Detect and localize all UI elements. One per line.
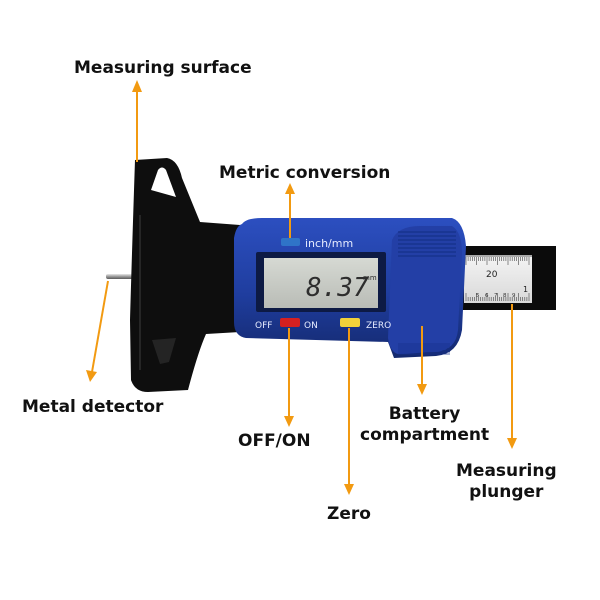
off-on-button[interactable]	[280, 318, 300, 327]
ruler-ticks	[465, 257, 530, 301]
off-label: OFF	[255, 321, 272, 331]
label-metric-conversion: Metric conversion	[219, 163, 391, 183]
label-measuring-surface: Measuring surface	[74, 58, 252, 78]
metal-pin	[106, 274, 134, 279]
ruler-number: 20	[486, 270, 498, 280]
ruler-small-number-4: 8	[503, 293, 507, 299]
callout-arrows	[91, 90, 513, 486]
arrow-metal-detector	[91, 280, 109, 373]
label-plunger-line1: Measuring	[456, 461, 557, 481]
inch-mm-label: inch/mm	[305, 237, 353, 250]
ruler-small-number-1: 5	[476, 293, 480, 299]
label-battery-line1: Battery	[388, 404, 461, 424]
label-measuring-plunger: Measuring plunger	[456, 461, 557, 503]
ruler-small-number-5: 9	[512, 293, 516, 299]
ruler-scale	[464, 255, 532, 303]
arrowhead-off-on	[284, 416, 294, 427]
ruler-small-number-2: 6	[485, 293, 489, 299]
battery-grip-ridges	[398, 231, 456, 355]
lcd-unit: mm	[363, 274, 377, 282]
label-metal-detector: Metal detector	[22, 397, 164, 417]
label-battery-line2: compartment	[360, 425, 490, 445]
label-battery-compartment: Battery compartment	[360, 404, 489, 446]
label-off-on: OFF/ON	[238, 431, 311, 451]
arrowhead-zero	[344, 484, 354, 495]
ruler-top-edge	[464, 255, 532, 257]
ruler-small-number-3: 7	[494, 293, 498, 299]
ruler-end-number: 1	[523, 285, 528, 294]
arrowhead-measuring-surface	[132, 80, 142, 92]
label-plunger-line2: plunger	[469, 482, 544, 502]
arrowhead-metric-conversion	[285, 183, 295, 194]
base-slot-bottom	[152, 338, 176, 364]
battery-compartment	[388, 226, 462, 354]
arrowhead-battery	[417, 384, 427, 395]
black-gauge-base	[130, 158, 240, 392]
callout-arrowheads	[86, 80, 517, 495]
zero-label: ZERO	[366, 321, 391, 331]
arrowhead-metal-detector	[86, 370, 97, 382]
arrowhead-plunger	[507, 438, 517, 449]
label-zero: Zero	[327, 504, 371, 524]
base-slot-top	[151, 167, 176, 197]
lcd-screen	[264, 258, 378, 308]
zero-button[interactable]	[340, 318, 360, 327]
on-label: ON	[304, 321, 318, 331]
lcd-reading: 8.37	[306, 273, 369, 303]
inch-mm-button[interactable]	[281, 238, 300, 246]
